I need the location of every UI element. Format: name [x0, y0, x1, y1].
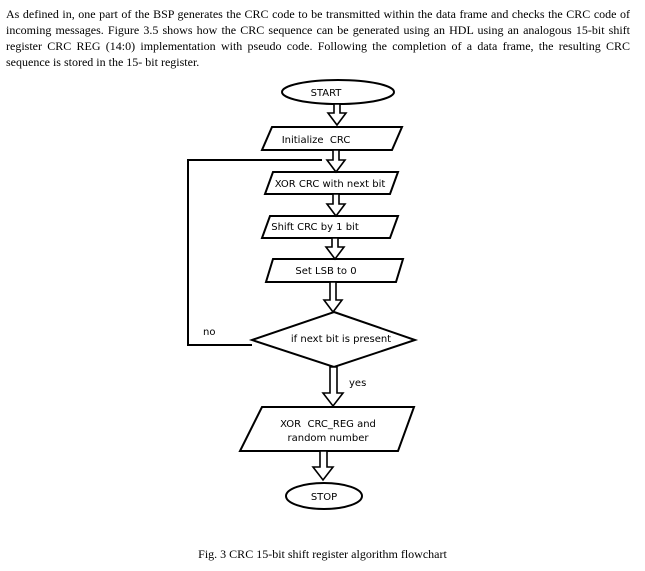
- set-lsb-box: [264, 258, 405, 283]
- decision-label: if next bit is present: [291, 334, 391, 345]
- xor-next-box: [263, 171, 400, 195]
- arrow-lsb-decision: [322, 281, 344, 314]
- xor-random-label-1: XOR CRC_REG and: [280, 419, 376, 430]
- init-box: [260, 126, 404, 151]
- arrow-xor-shift: [325, 193, 347, 218]
- init-label: Initialize CRC: [282, 135, 351, 146]
- arrow-shift-lsb: [324, 237, 346, 261]
- shift-label: Shift CRC by 1 bit: [271, 222, 359, 233]
- stop-terminal: [285, 482, 363, 510]
- arrow-start-init: [326, 103, 348, 127]
- xor-next-label: XOR CRC with next bit: [275, 179, 386, 190]
- yes-label: yes: [349, 378, 366, 389]
- xor-random-box: [238, 406, 416, 452]
- arrow-xor-stop: [311, 450, 335, 482]
- xor-random-label-2: random number: [288, 433, 370, 444]
- figure-caption: Fig. 3 CRC 15-bit shift register algorit…: [198, 547, 447, 561]
- arrow-decision-xor: [321, 366, 345, 408]
- body-paragraph: As defined in, one part of the BSP gener…: [6, 7, 630, 69]
- arrow-init-xor: [325, 149, 347, 174]
- stop-label: STOP: [311, 492, 337, 503]
- start-label: START: [311, 88, 343, 99]
- shift-box: [260, 215, 400, 239]
- no-loop-line: [187, 159, 322, 346]
- set-lsb-label: Set LSB to 0: [295, 266, 356, 277]
- no-label: no: [203, 327, 215, 338]
